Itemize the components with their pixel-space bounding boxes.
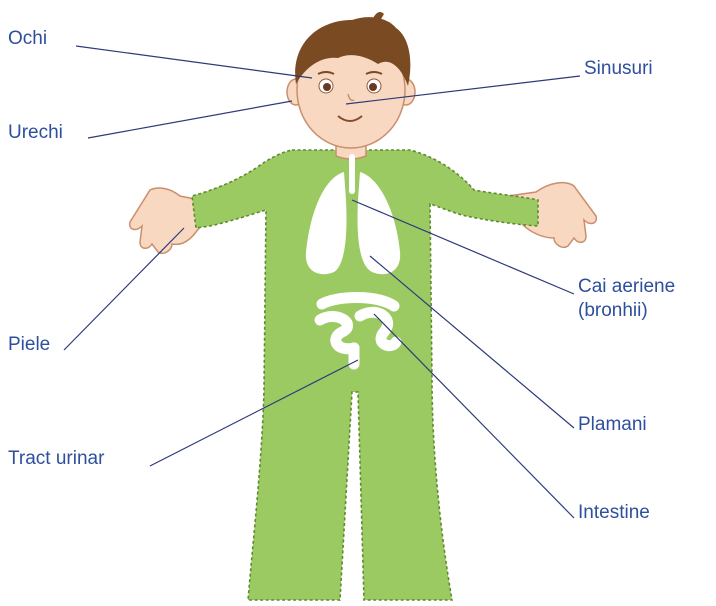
label-plamani: Plamani (578, 414, 647, 436)
head-illustration (287, 12, 415, 148)
leader-line-piele (64, 228, 184, 350)
label-bronhii: (bronhii) (578, 300, 648, 322)
leader-line-urechi (88, 101, 292, 138)
label-urechi: Urechi (8, 122, 63, 144)
label-cai-aeriene: Cai aeriene (578, 276, 675, 298)
label-piele: Piele (8, 334, 50, 356)
label-intestine: Intestine (578, 502, 650, 524)
label-tract-urinar: Tract urinar (8, 448, 104, 470)
label-ochi: Ochi (8, 28, 47, 50)
leader-line-ochi (76, 46, 312, 78)
label-sinusuri: Sinusuri (584, 58, 653, 80)
